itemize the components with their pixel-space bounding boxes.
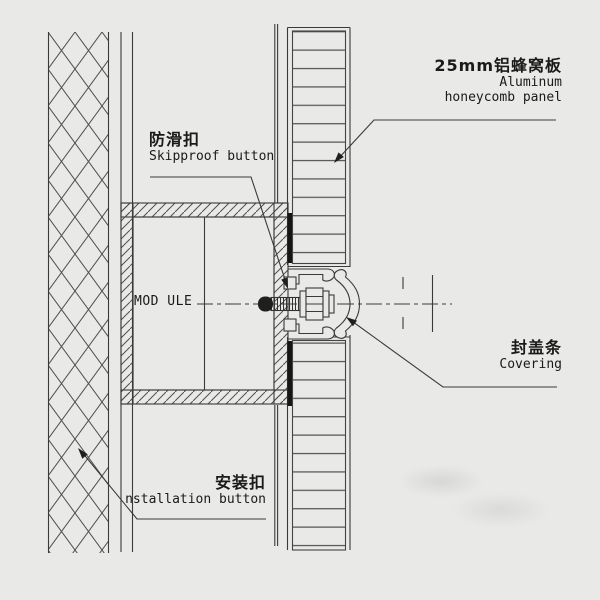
- skipproof-label-en: Skipproof button: [149, 149, 275, 164]
- skipproof-arrow-icon: [281, 277, 288, 289]
- honeycomb-panel-upper: [286, 26, 351, 268]
- covering-label-en: Covering: [499, 357, 562, 372]
- installation-label-en: nstallation button: [125, 492, 266, 507]
- skipproof-label-zh: 防滑扣: [149, 130, 201, 149]
- bracket-step-bottom: [283, 318, 297, 332]
- skipproof-leader: [150, 176, 288, 289]
- bolt-thread: [270, 296, 301, 312]
- bracket-bottom-arm: [287, 323, 335, 340]
- honeycomb-label-en-2: honeycomb panel: [444, 90, 562, 105]
- honeycomb-label-zh: 25mm铝蜂窝板: [434, 56, 562, 75]
- callout-installation-button: 安装扣 nstallation button: [125, 473, 266, 507]
- installation-label-zh: 安装扣: [214, 473, 266, 492]
- mounting-rail-lines: [274, 24, 279, 546]
- callout-honeycomb-panel: 25mm铝蜂窝板 Aluminum honeycomb panel: [434, 56, 562, 105]
- washer-left: [299, 290, 307, 318]
- covering-leader: [346, 317, 557, 388]
- wall-section: [47, 32, 110, 553]
- covering-label-zh: 封盖条: [510, 338, 562, 357]
- honeycomb-panel-lower: [286, 335, 351, 551]
- covering-arrow-icon: [346, 317, 357, 327]
- faint-watermark: [382, 448, 552, 543]
- gasket-lower: [287, 341, 292, 406]
- module-label: MOD ULE: [134, 294, 193, 309]
- washer-right: [322, 290, 330, 318]
- callout-covering: 封盖条 Covering: [499, 338, 562, 372]
- crosshair-mark: [402, 275, 434, 332]
- installation-arrow-icon: [78, 448, 88, 459]
- bolt-head: [258, 296, 273, 312]
- installation-leader: [78, 448, 266, 520]
- honeycomb-label-en-1: Aluminum: [499, 75, 562, 90]
- bracket-top-arm: [287, 268, 335, 285]
- clamp-plate: [328, 294, 335, 314]
- honeycomb-arrow-icon: [334, 152, 344, 163]
- honeycomb-leader: [334, 119, 556, 163]
- gasket-upper: [287, 213, 292, 263]
- callout-skipproof-button: 防滑扣 Skipproof button: [149, 130, 274, 164]
